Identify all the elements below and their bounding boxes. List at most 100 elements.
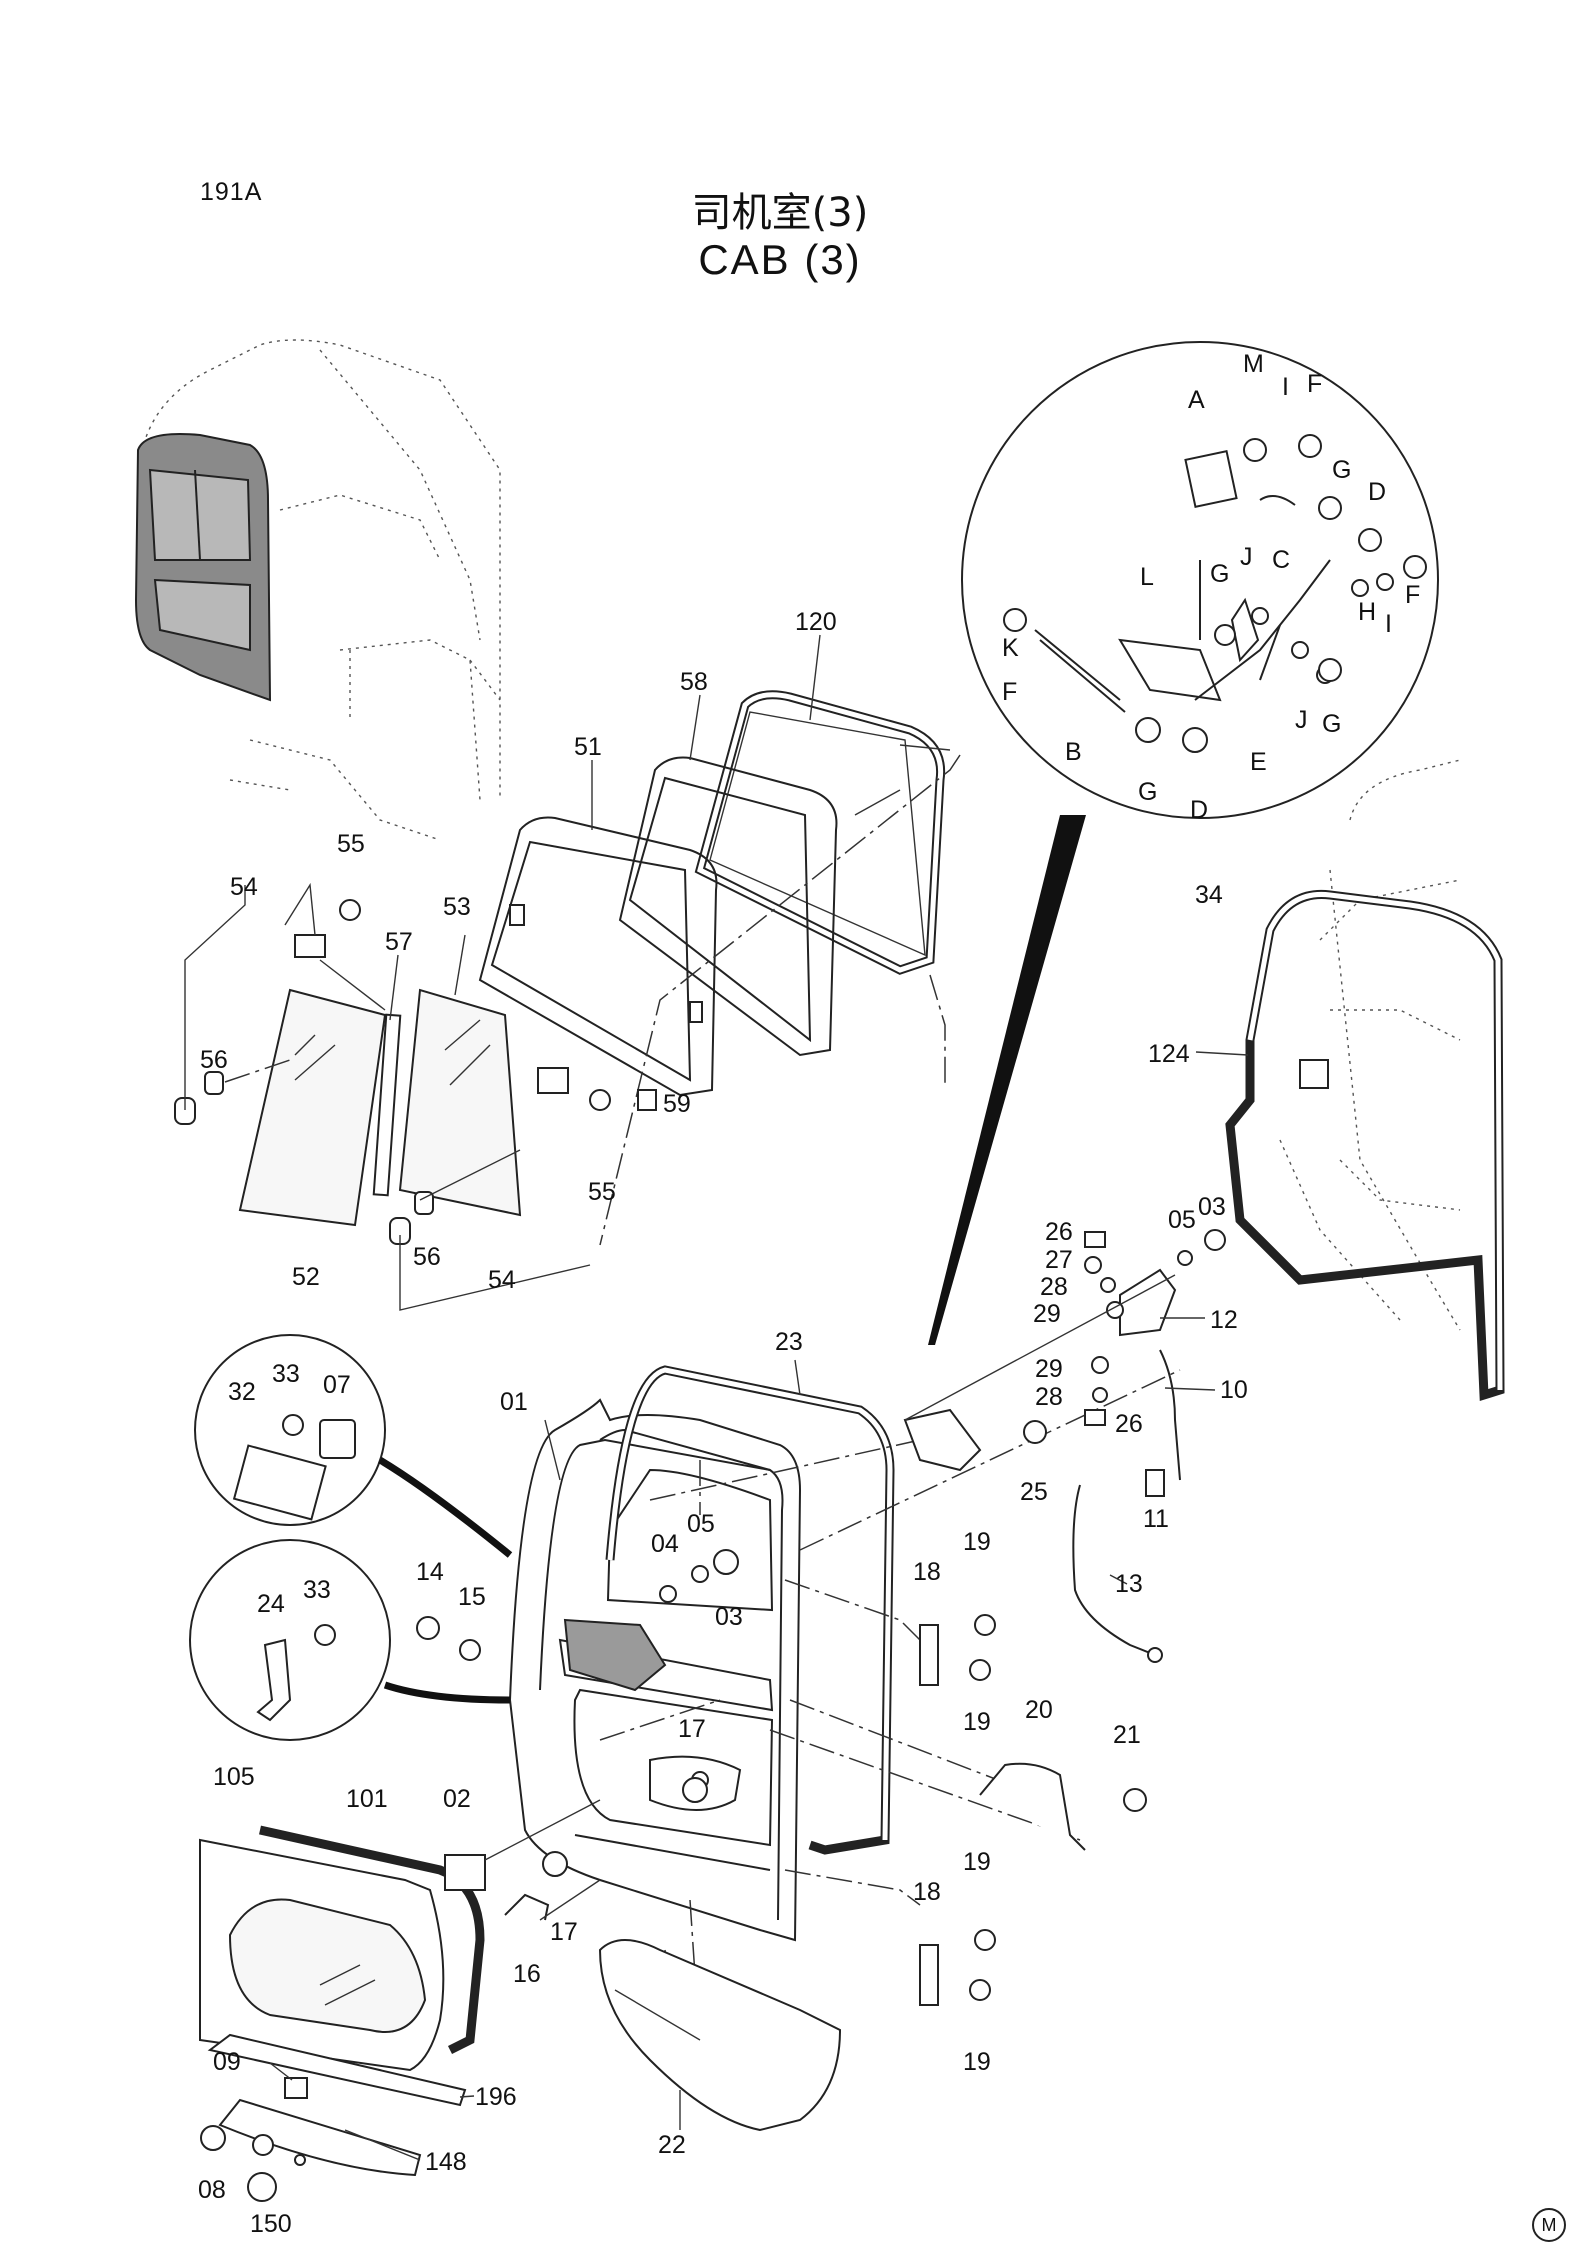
stopper-59	[637, 1089, 657, 1111]
label-09: 09	[213, 2048, 241, 2076]
door-inner-panel-105	[199, 1838, 445, 2072]
bolt-19b	[969, 1659, 991, 1681]
page-code: 191A	[200, 178, 263, 206]
label-51: 51	[574, 733, 602, 761]
label-53: 53	[443, 893, 471, 921]
label-24: 24	[257, 1590, 285, 1618]
nut-03b	[1204, 1229, 1226, 1251]
label-07: 07	[323, 1371, 351, 1399]
detail-circle-latch-linkage	[961, 341, 1439, 819]
bolt-19c	[974, 1929, 996, 1951]
label-F: F	[1307, 370, 1322, 398]
label-56b: 56	[413, 1243, 441, 1271]
side-glass-53	[398, 988, 522, 1217]
bolt-19d	[969, 1979, 991, 2001]
label-B: B	[1065, 738, 1082, 766]
label-I: I	[1282, 373, 1289, 401]
latch-bracket	[903, 1408, 982, 1472]
label-55b: 55	[588, 1178, 616, 1206]
label-G3: G	[1322, 710, 1341, 738]
door-glass-seal-23	[605, 1365, 895, 1855]
label-19a: 19	[963, 1528, 991, 1556]
label-J: J	[1240, 543, 1253, 571]
label-124: 124	[1148, 1040, 1190, 1068]
hinge-18	[919, 1624, 939, 1686]
label-04: 04	[651, 1530, 679, 1558]
cab-frame-right-drawing	[1279, 759, 1461, 1331]
detail-leader-1	[378, 1456, 513, 1558]
seal-clip	[1299, 1059, 1329, 1089]
label-D2: D	[1190, 796, 1208, 824]
glass-seal-101	[259, 1825, 485, 2055]
washer-28	[1100, 1277, 1116, 1293]
detail-circle-striker	[194, 1334, 386, 1526]
glass-seal-57	[372, 1013, 402, 1197]
label-59: 59	[663, 1090, 691, 1118]
label-58: 58	[680, 668, 708, 696]
label-56: 56	[200, 1046, 228, 1074]
label-34: 34	[1195, 881, 1223, 909]
clip-09	[284, 2077, 308, 2099]
trademark-m-mark: M	[1532, 2208, 1566, 2242]
hinge-54b	[537, 1067, 569, 1094]
hinge-54	[294, 934, 326, 958]
label-150: 150	[250, 2210, 292, 2238]
label-18b: 18	[913, 1878, 941, 1906]
label-23: 23	[775, 1328, 803, 1356]
bolt-25	[1023, 1420, 1047, 1444]
door-seal-124	[1225, 889, 1505, 1402]
label-12: 12	[1210, 1306, 1238, 1334]
label-K: K	[1002, 634, 1019, 662]
bolt-14	[416, 1616, 440, 1640]
hook-16	[504, 1893, 550, 1921]
bolt-17	[682, 1777, 708, 1803]
label-28: 28	[1040, 1273, 1068, 1301]
nut-26	[1084, 1231, 1106, 1248]
label-F3: F	[1002, 678, 1017, 706]
label-M: M	[1243, 350, 1264, 378]
bolt-55	[339, 899, 361, 921]
label-15: 15	[458, 1583, 486, 1611]
clip-11	[1145, 1469, 1165, 1497]
label-19d: 19	[963, 2048, 991, 2076]
washer-56b	[414, 1191, 434, 1215]
washer-56	[204, 1071, 224, 1095]
label-120: 120	[795, 608, 837, 636]
trim-panel-22	[598, 1939, 842, 2132]
label-54b: 54	[488, 1266, 516, 1294]
label-G2: G	[1210, 560, 1229, 588]
washer-05	[691, 1565, 709, 1583]
label-E: E	[1250, 748, 1267, 776]
label-101: 101	[346, 1785, 388, 1813]
latch-assembly-12	[1119, 1268, 1177, 1337]
label-16: 16	[513, 1960, 541, 1988]
label-29: 29	[1033, 1300, 1061, 1328]
washer-04	[659, 1585, 677, 1603]
detail-leader-2	[383, 1681, 511, 1704]
side-glass-52	[238, 988, 387, 1227]
label-33b: 33	[303, 1576, 331, 1604]
label-01: 01	[500, 1388, 528, 1416]
label-05b: 05	[687, 1510, 715, 1538]
washer-29b	[1091, 1356, 1109, 1374]
label-32: 32	[228, 1378, 256, 1406]
cover-148	[218, 2098, 422, 2177]
pin-150	[247, 2172, 277, 2202]
trim-196	[207, 2033, 467, 2107]
label-18: 18	[913, 1558, 941, 1586]
detail-linkage-parts	[1003, 434, 1427, 753]
washer-15	[459, 1639, 481, 1661]
title-chinese: 司机室(3)	[691, 190, 869, 236]
label-G4: G	[1138, 778, 1157, 806]
label-13: 13	[1115, 1570, 1143, 1598]
label-29b: 29	[1035, 1355, 1063, 1383]
washer-28b	[1092, 1387, 1108, 1403]
label-G: G	[1332, 456, 1351, 484]
label-17: 17	[678, 1715, 706, 1743]
label-57: 57	[385, 928, 413, 956]
washer-27	[1084, 1256, 1102, 1274]
pin-08	[200, 2125, 226, 2151]
bolt-55b	[589, 1089, 611, 1111]
cable-13	[1072, 1484, 1156, 1656]
